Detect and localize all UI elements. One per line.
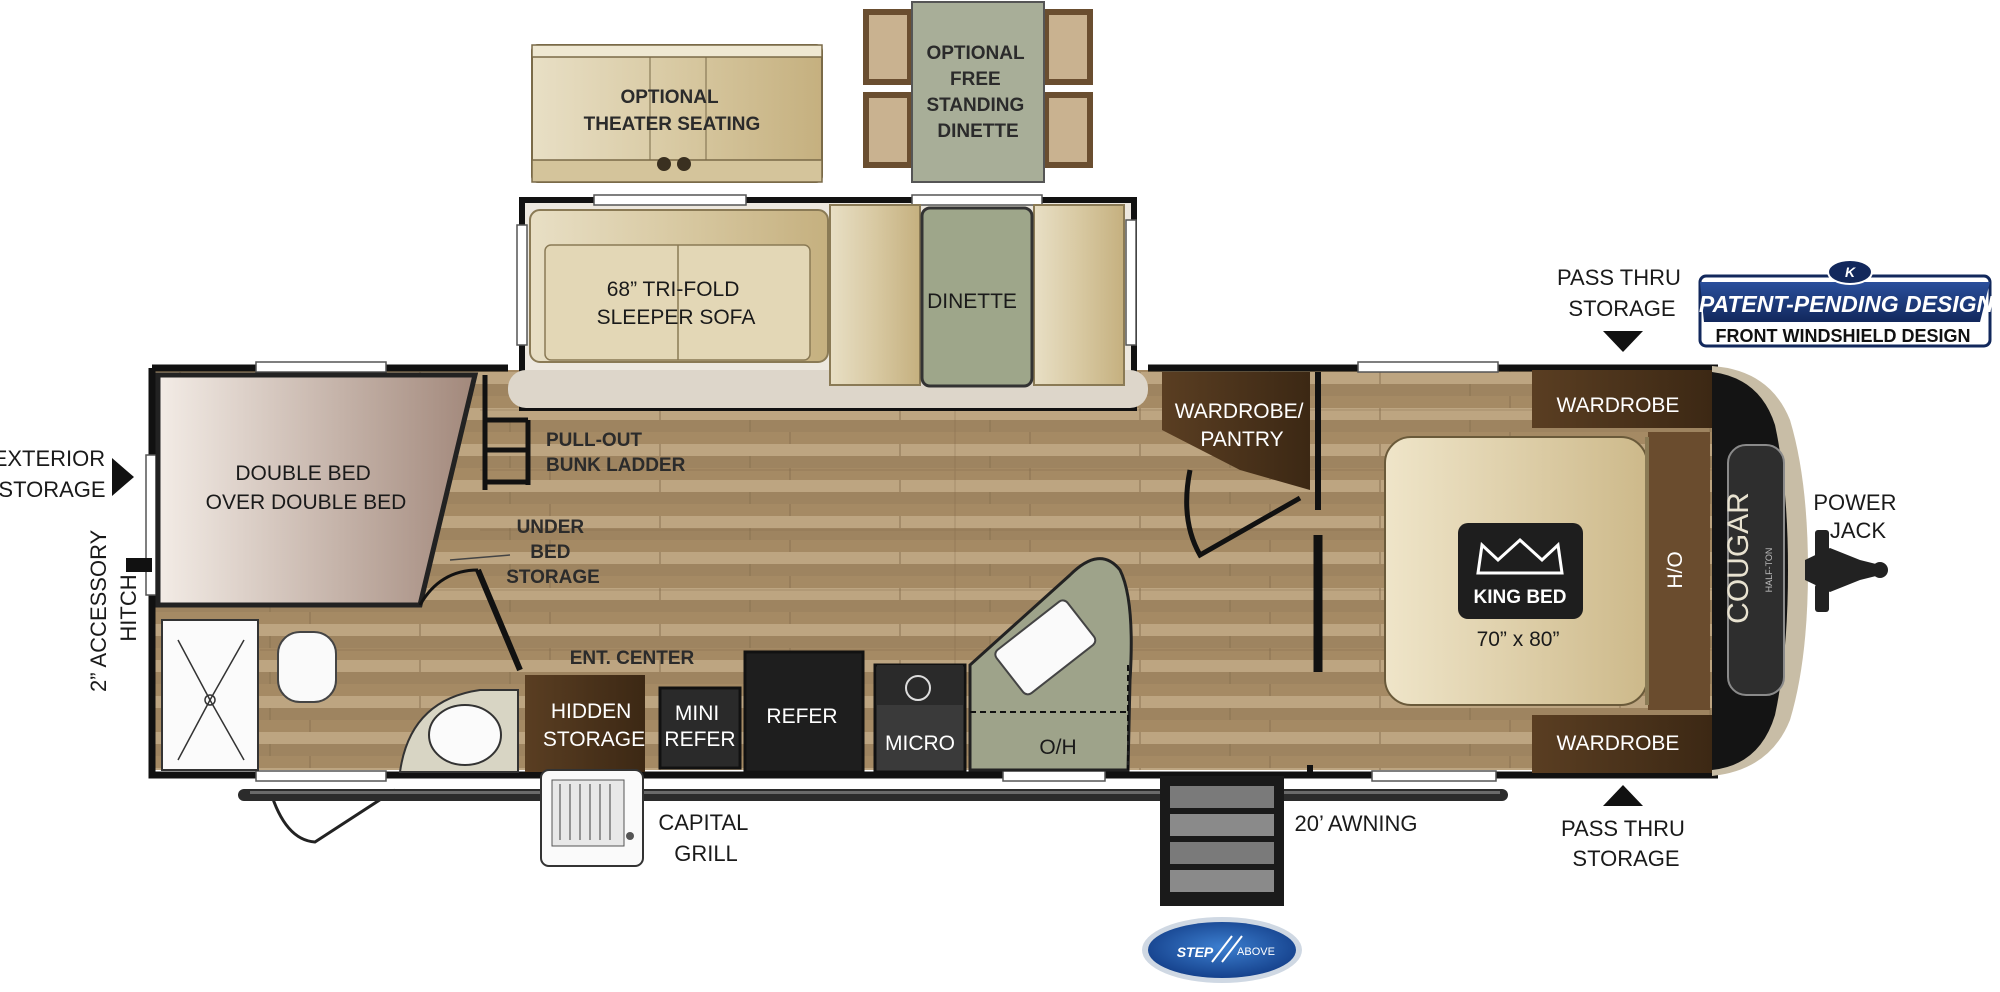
burner bbox=[905, 675, 931, 701]
awning-rail bbox=[238, 789, 1508, 801]
toilet bbox=[277, 631, 337, 703]
dinette bbox=[829, 204, 1125, 388]
pass-thru-bottom-label: PASS THRU STORAGE bbox=[1561, 816, 1691, 871]
sink-basin bbox=[428, 704, 502, 766]
svg-text:K: K bbox=[1845, 264, 1856, 280]
sleeper-sofa bbox=[529, 209, 829, 363]
patent-badge-line1: PATENT-PENDING DESIGN bbox=[1699, 291, 1994, 317]
slide-window-side-left bbox=[516, 224, 528, 346]
under-bed-storage-door bbox=[418, 568, 479, 606]
pass-thru-bottom-arrow-icon bbox=[1603, 785, 1643, 806]
patent-badge-line2: FRONT WINDSHIELD DESIGN bbox=[1716, 326, 1971, 346]
double-bed-label: DOUBLE BED OVER DOUBLE BED bbox=[206, 462, 407, 514]
ent-center-label: ENT. CENTER bbox=[570, 648, 695, 669]
micro-label: MICRO bbox=[885, 732, 955, 755]
capital-grill-label: CAPITAL GRILL bbox=[658, 810, 753, 866]
slide-window-side-right bbox=[1125, 219, 1137, 346]
window-rear-top bbox=[255, 361, 387, 373]
step-above-logo bbox=[1142, 917, 1302, 983]
accessory-hitch-label: 2” ACCESSORY HITCH bbox=[86, 524, 141, 692]
shower bbox=[161, 619, 259, 771]
bath-door bbox=[475, 568, 523, 672]
double-sink bbox=[994, 599, 1097, 696]
step-above-text-a: STEP bbox=[1177, 944, 1214, 960]
accessory-hitch-icon bbox=[126, 558, 152, 572]
entry-steps bbox=[1160, 776, 1284, 906]
free-dinette-label: OPTIONAL FREE STANDING DINETTE bbox=[926, 43, 1029, 142]
awning-label: 20’ AWNING bbox=[1294, 811, 1417, 836]
wardrobe-top-label: WARDROBE bbox=[1557, 394, 1680, 417]
ho-label: H/O bbox=[1664, 551, 1687, 588]
slide-window-left bbox=[593, 194, 747, 206]
overhead-cabinet bbox=[1648, 432, 1710, 710]
front-cap-logo-panel bbox=[1727, 444, 1785, 696]
ent-center bbox=[525, 675, 645, 772]
pantry-door bbox=[1184, 469, 1302, 559]
power-jack-icon bbox=[1805, 530, 1888, 612]
window-bottom-front bbox=[1371, 770, 1497, 782]
wardrobe-bottom bbox=[1532, 715, 1712, 773]
wardrobe-bottom-label: WARDROBE bbox=[1557, 732, 1680, 755]
cooktop bbox=[877, 665, 963, 705]
pass-thru-top-arrow-icon bbox=[1603, 331, 1643, 352]
exterior-storage-label: EXTERIOR STORAGE bbox=[0, 446, 111, 502]
window-front-top bbox=[1357, 361, 1499, 373]
mini-refer bbox=[658, 686, 742, 770]
window-bottom-rear bbox=[255, 770, 387, 782]
patent-badge: K bbox=[1698, 259, 1992, 348]
wardrobe-pantry bbox=[1162, 372, 1310, 490]
sofa-label: 68” TRI-FOLD SLEEPER SOFA bbox=[597, 278, 756, 329]
power-jack-label: POWER JACK bbox=[1813, 490, 1902, 543]
bunk-ladder-label: PULL-OUT BUNK LADDER bbox=[546, 430, 686, 476]
oh-cabinets-outline bbox=[970, 665, 1129, 770]
refer bbox=[743, 650, 865, 774]
brand-sub: HALF-TON bbox=[1764, 548, 1774, 593]
awning-rail-highlight bbox=[250, 791, 1500, 794]
oh-label: O/H bbox=[1039, 736, 1076, 759]
crown-icon bbox=[1476, 537, 1564, 575]
exterior-storage-arrow-icon bbox=[112, 458, 134, 496]
king-bed-label: KING BED bbox=[1474, 587, 1567, 608]
king-bed-size: 70” x 80” bbox=[1477, 628, 1560, 651]
window-bottom-mid bbox=[1002, 770, 1106, 782]
hidden-storage-label: HIDDEN STORAGE bbox=[543, 700, 645, 751]
wardrobe-top bbox=[1532, 370, 1712, 428]
pass-thru-top-label: PASS THRU STORAGE bbox=[1557, 265, 1687, 321]
capital-grill-icon bbox=[540, 769, 644, 867]
step-above-text-b: ABOVE bbox=[1237, 946, 1275, 958]
refer-label: REFER bbox=[766, 705, 837, 728]
bunk-ladder bbox=[482, 375, 531, 490]
wardrobe-pantry-label: WARDROBE/ PANTRY bbox=[1175, 400, 1310, 451]
theater-seating bbox=[531, 44, 823, 183]
under-bed-leader bbox=[449, 554, 511, 561]
brand-logo: COUGAR bbox=[1722, 492, 1755, 624]
theater-seating-label: OPTIONAL THEATER SEATING bbox=[584, 87, 761, 135]
bunk-bed bbox=[155, 372, 479, 608]
king-bed-badge bbox=[1458, 523, 1583, 619]
window-rear-side bbox=[145, 454, 157, 596]
slide-window-right bbox=[911, 194, 1043, 206]
under-bed-label: UNDER BED STORAGE bbox=[506, 517, 600, 588]
free-standing-dinette bbox=[863, 1, 1093, 183]
mini-refer-label: MINI REFER bbox=[664, 702, 735, 751]
dinette-label: DINETTE bbox=[927, 290, 1017, 313]
king-bed-pillow-line bbox=[1645, 437, 1649, 705]
